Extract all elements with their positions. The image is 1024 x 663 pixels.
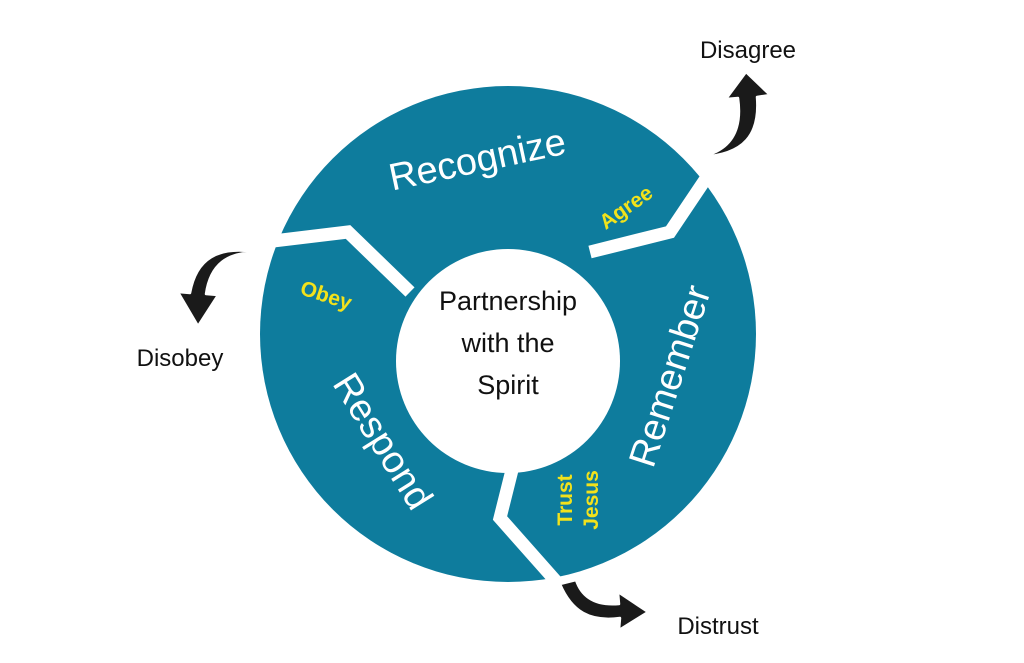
disagree-arrow [698,70,772,159]
ring [260,86,756,582]
distrust-arrow [558,578,650,632]
disobey-arrow-shape [176,249,264,328]
separator-bottom [492,436,567,593]
disagree-arrow-shape [698,70,772,159]
center-line-3: Spirit [477,370,539,400]
trust-label: Trust [554,474,577,525]
disagree-label: Disagree [700,37,796,64]
center-text: Partnership with the Spirit [439,286,577,400]
segment-separators [247,161,721,593]
jesus-label: Jesus [580,470,603,530]
separator-left [247,225,415,297]
distrust-arrow-shape [558,578,650,632]
disobey-arrow [176,249,264,328]
inner-hole [396,249,620,473]
center-line-1: Partnership [439,286,577,316]
center-line-2: with the [460,328,554,358]
separator-right [588,161,721,259]
disobey-label: Disobey [137,345,224,372]
distrust-label: Distrust [677,613,759,640]
